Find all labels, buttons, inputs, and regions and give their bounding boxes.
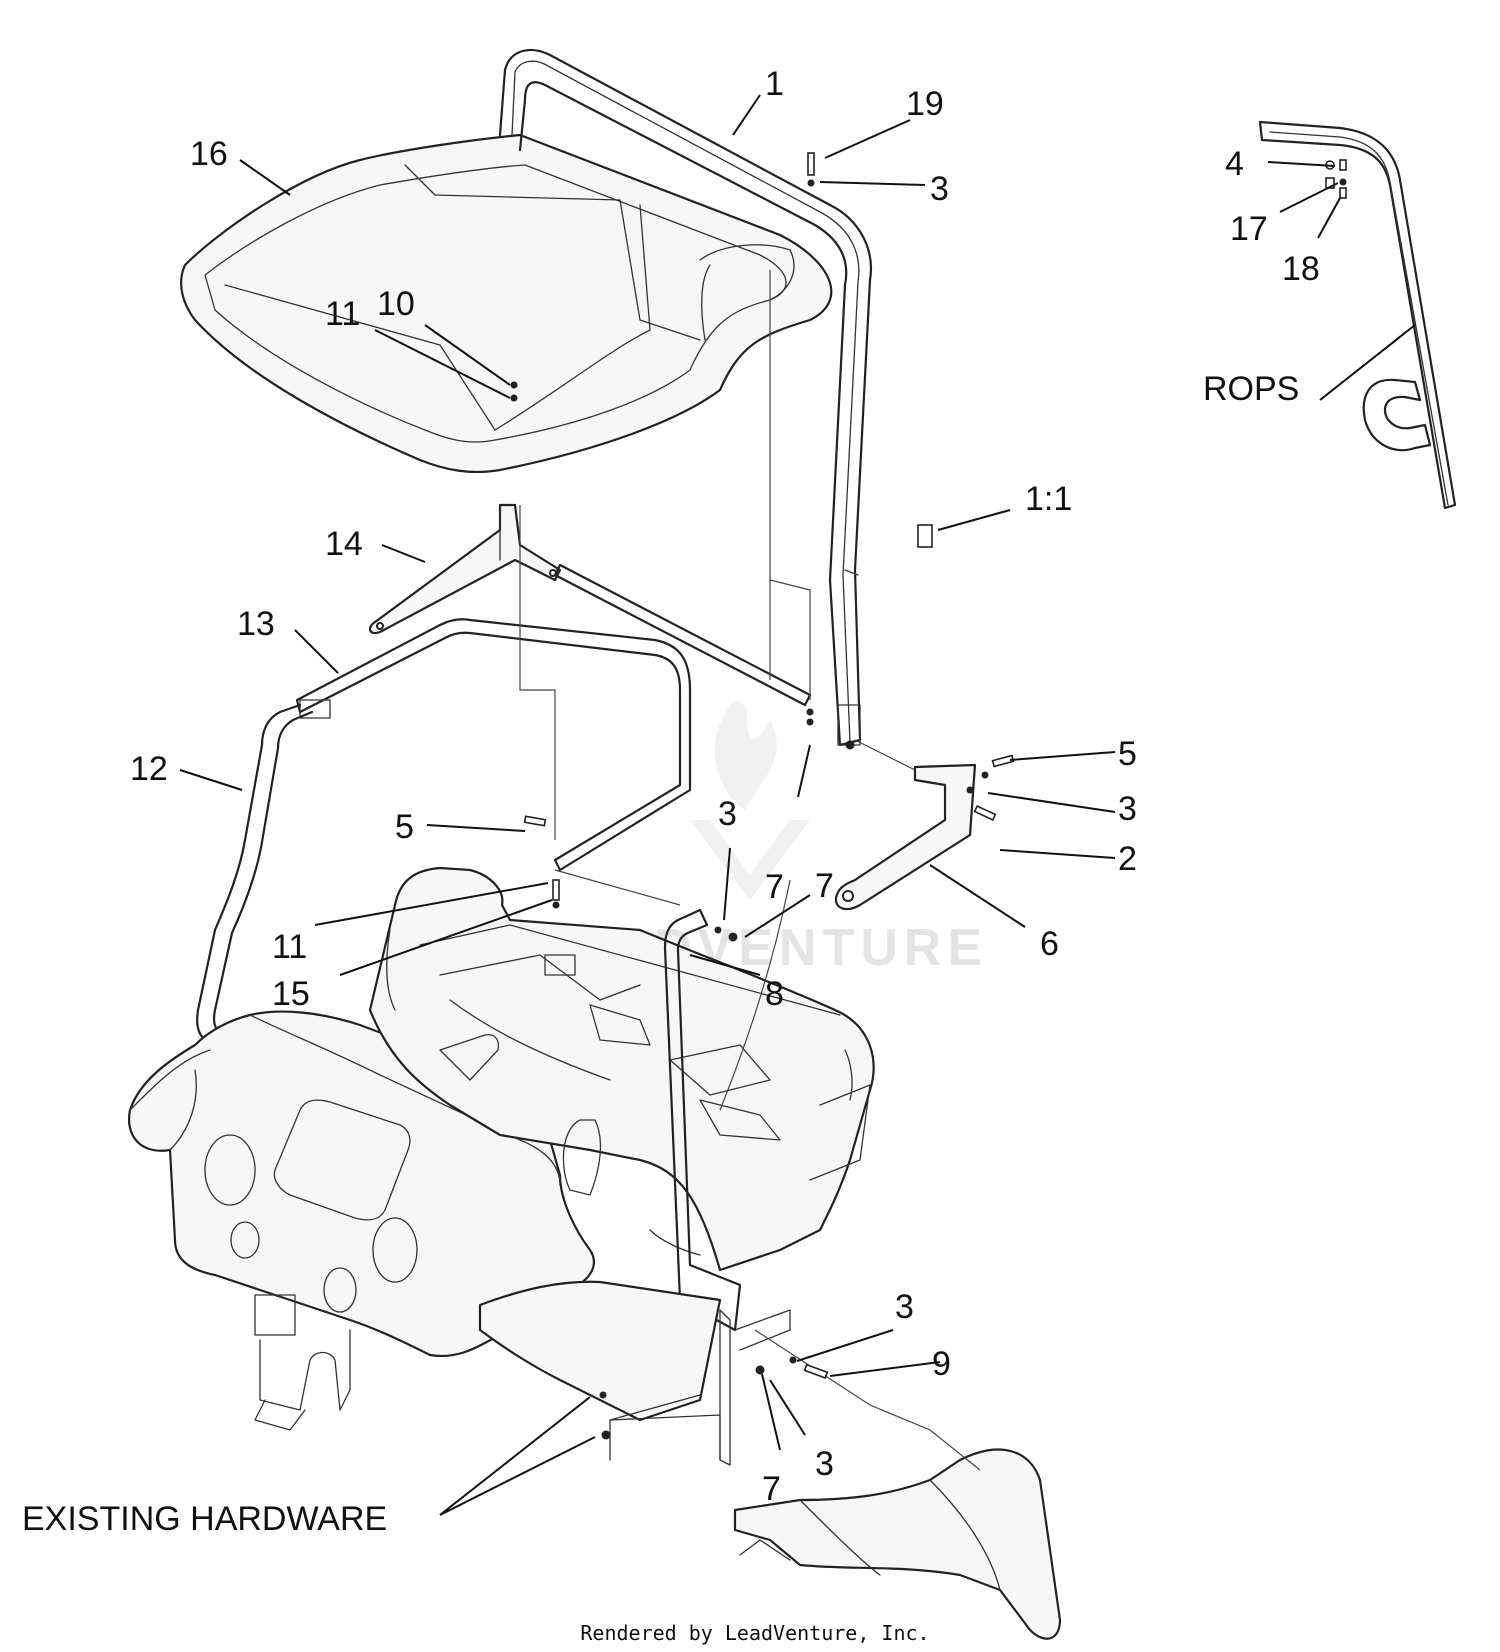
- callout-1: 1: [765, 65, 784, 103]
- label-1-1: [917, 524, 933, 548]
- hardware: [510, 152, 1347, 1440]
- callout-1-1: 1:1: [1025, 480, 1072, 518]
- callout-6: 6: [1040, 925, 1059, 963]
- callout-4: 4: [1225, 145, 1244, 183]
- callout-9: 9: [932, 1345, 951, 1383]
- callout-13: 13: [237, 605, 275, 643]
- leader-lines: [179, 94, 1416, 1516]
- washer-3: [807, 179, 815, 187]
- cargo-box: [368, 866, 875, 1272]
- footer-credit: Rendered by LeadVenture, Inc.: [580, 1621, 929, 1645]
- callout-3-bottom: 3: [815, 1445, 834, 1483]
- callout-7-mid2: 7: [815, 867, 834, 905]
- support-tube-13: [295, 563, 812, 872]
- washer-17: [1339, 178, 1347, 186]
- callout-14: 14: [325, 525, 363, 563]
- callout-7-low: 7: [762, 1470, 781, 1508]
- callout-15: 15: [272, 975, 310, 1013]
- floor-plate: [478, 1280, 722, 1461]
- assembly-lines: [519, 270, 981, 1471]
- rear-post-8: [663, 908, 791, 1466]
- side-bracket-6: [834, 763, 977, 911]
- callout-7-mid: 7: [765, 868, 784, 906]
- callout-3-mid: 3: [718, 795, 737, 833]
- callout-11-top: 11: [325, 295, 360, 333]
- callout-3-top: 3: [930, 170, 949, 208]
- callout-3-right: 3: [1118, 790, 1137, 828]
- canopy-top-16: [180, 133, 833, 474]
- rear-fender: [733, 1448, 1062, 1640]
- callout-3-low: 3: [895, 1288, 914, 1326]
- callout-8: 8: [765, 975, 784, 1013]
- nut-11: [510, 394, 518, 402]
- washer-10: [510, 381, 518, 389]
- callout-18: 18: [1282, 250, 1320, 288]
- watermark-logo-icon: [690, 700, 810, 900]
- callout-19: 19: [906, 85, 944, 123]
- callout-16: 16: [190, 135, 228, 173]
- nut-18: [1339, 187, 1347, 199]
- callout-5-left: 5: [395, 808, 414, 846]
- roof-bracket-14: [368, 503, 562, 635]
- callout-2: 2: [1118, 840, 1137, 878]
- callout-11-low: 11: [272, 928, 307, 966]
- bolt-4: [1339, 159, 1347, 171]
- rops-detail: [1258, 120, 1457, 510]
- callout-12: 12: [130, 750, 168, 788]
- callouts: 1 19 3 16 10 11 4 17 18 ROPS 1:1 14 13 1…: [22, 65, 1320, 1538]
- callout-17: 17: [1230, 210, 1268, 248]
- callout-10: 10: [377, 285, 415, 323]
- front-bar-12: [196, 703, 314, 1047]
- bolt-19: [807, 152, 815, 176]
- callout-rops: ROPS: [1203, 370, 1299, 408]
- callout-5-right: 5: [1118, 735, 1137, 773]
- callout-existing-hardware: EXISTING HARDWARE: [22, 1500, 387, 1538]
